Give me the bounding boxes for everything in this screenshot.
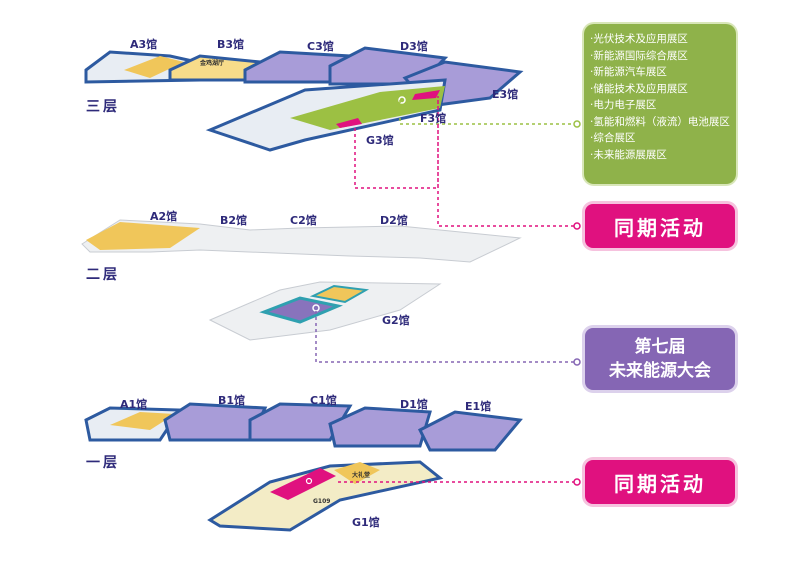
floor-label-third: 三层 <box>86 99 120 115</box>
second-floor <box>81 219 522 341</box>
zone-item: ·光伏技术及应用展区 <box>590 33 688 45</box>
concurrent-events-callout-top: 同期活动 <box>585 204 735 248</box>
hall-b1: B1馆 <box>218 394 246 407</box>
zone-item: ·氢能和燃料（液流）电池展区 <box>590 115 730 128</box>
hall-g2: G2馆 <box>382 314 410 327</box>
hall-c2: C2馆 <box>290 214 317 227</box>
connector-concurrent-top <box>354 96 576 227</box>
hall-c1: C1馆 <box>310 394 337 407</box>
zone-item: ·电力电子展区 <box>590 99 657 111</box>
hall-c3: C3馆 <box>307 40 334 53</box>
callout-text-line2: 未来能源大会 <box>609 361 711 381</box>
hall-d3: D3馆 <box>400 40 428 53</box>
room-auditorium: 大礼堂 <box>352 472 371 479</box>
zone-item: ·新能源汽车展区 <box>590 66 667 78</box>
hall-d1: D1馆 <box>400 398 428 411</box>
zone-item: ·综合展区 <box>590 132 636 144</box>
concurrent-events-callout-bottom: 同期活动 <box>585 460 735 504</box>
room-g109: G109 <box>313 498 331 505</box>
callout-text-line1: 第七届 <box>634 337 686 357</box>
hall-a3: A3馆 <box>130 38 158 51</box>
floor-label-second: 二层 <box>86 267 120 283</box>
callout-text: 同期活动 <box>614 215 706 240</box>
callout-text: 同期活动 <box>614 471 706 496</box>
zone-item: ·储能技术及应用展区 <box>590 82 688 95</box>
zone-item: ·新能源国际综合展区 <box>590 49 688 62</box>
hall-g1: G1馆 <box>352 516 380 529</box>
connector-zones <box>399 100 576 125</box>
exhibition-zones-box: ·光伏技术及应用展区 ·新能源国际综合展区 ·新能源汽车展区 ·储能技术及应用展… <box>584 24 736 184</box>
third-floor <box>84 46 524 152</box>
hall-b2: B2馆 <box>220 214 248 227</box>
room-b3: 金鸡湖厅 <box>200 60 225 67</box>
connector-conference <box>315 311 576 363</box>
hall-a1: A1馆 <box>120 398 148 411</box>
floor-label-first: 一层 <box>86 455 120 471</box>
hall-e3: E3馆 <box>492 88 519 101</box>
hall-g3: G3馆 <box>366 134 394 147</box>
conference-callout: 第七届 未来能源大会 <box>585 328 735 390</box>
first-floor <box>84 402 523 532</box>
zone-item: ·未来能源展展区 <box>590 148 667 161</box>
hall-f3: F3馆 <box>420 112 447 125</box>
hall-a2: A2馆 <box>150 210 178 223</box>
hall-b3: B3馆 <box>217 38 245 51</box>
hall-e1: E1馆 <box>465 400 492 413</box>
hall-d2: D2馆 <box>380 214 408 227</box>
